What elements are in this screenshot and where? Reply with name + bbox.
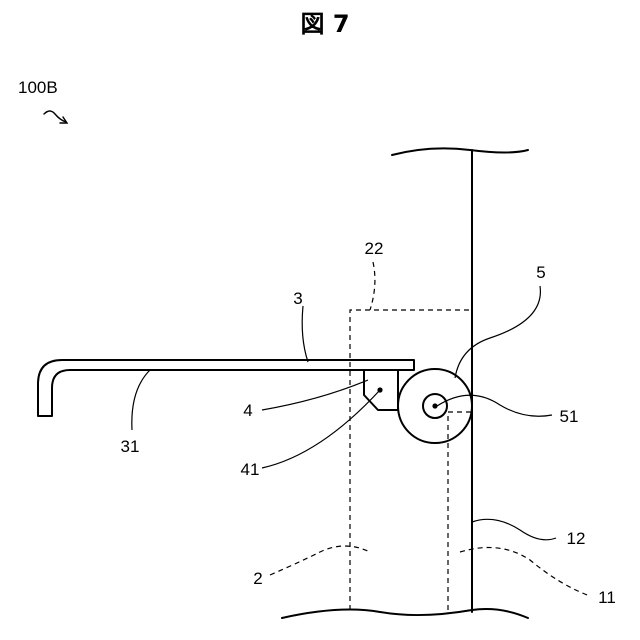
label-51: 51 xyxy=(560,407,579,426)
figure-title: 図 7 xyxy=(300,10,349,38)
leader-31 xyxy=(132,370,150,430)
label-4: 4 xyxy=(243,401,252,420)
leader-4 xyxy=(262,380,368,410)
bottom-break xyxy=(282,609,528,618)
label-22: 22 xyxy=(365,239,384,258)
leader-41 xyxy=(262,390,380,468)
leader-5 xyxy=(455,286,540,378)
label-2: 2 xyxy=(253,569,262,588)
leader-2 xyxy=(270,546,370,575)
leader-22 xyxy=(370,262,375,310)
label-31: 31 xyxy=(121,437,140,456)
label-41: 41 xyxy=(241,460,260,479)
leader-12 xyxy=(472,519,556,539)
dashed-region-22 xyxy=(350,310,472,610)
label-11: 11 xyxy=(598,588,616,607)
leader-11 xyxy=(460,548,590,597)
label-5: 5 xyxy=(536,263,545,282)
dashed-region-11 xyxy=(448,412,472,610)
leader-51 xyxy=(437,395,552,416)
label-12: 12 xyxy=(567,529,586,548)
plate-member-3 xyxy=(38,360,414,416)
wall-top-break xyxy=(392,148,528,155)
label-3: 3 xyxy=(293,289,302,308)
leader-3 xyxy=(302,306,308,362)
roller-center-point xyxy=(432,403,437,408)
assembly-label: 100B xyxy=(18,78,58,97)
